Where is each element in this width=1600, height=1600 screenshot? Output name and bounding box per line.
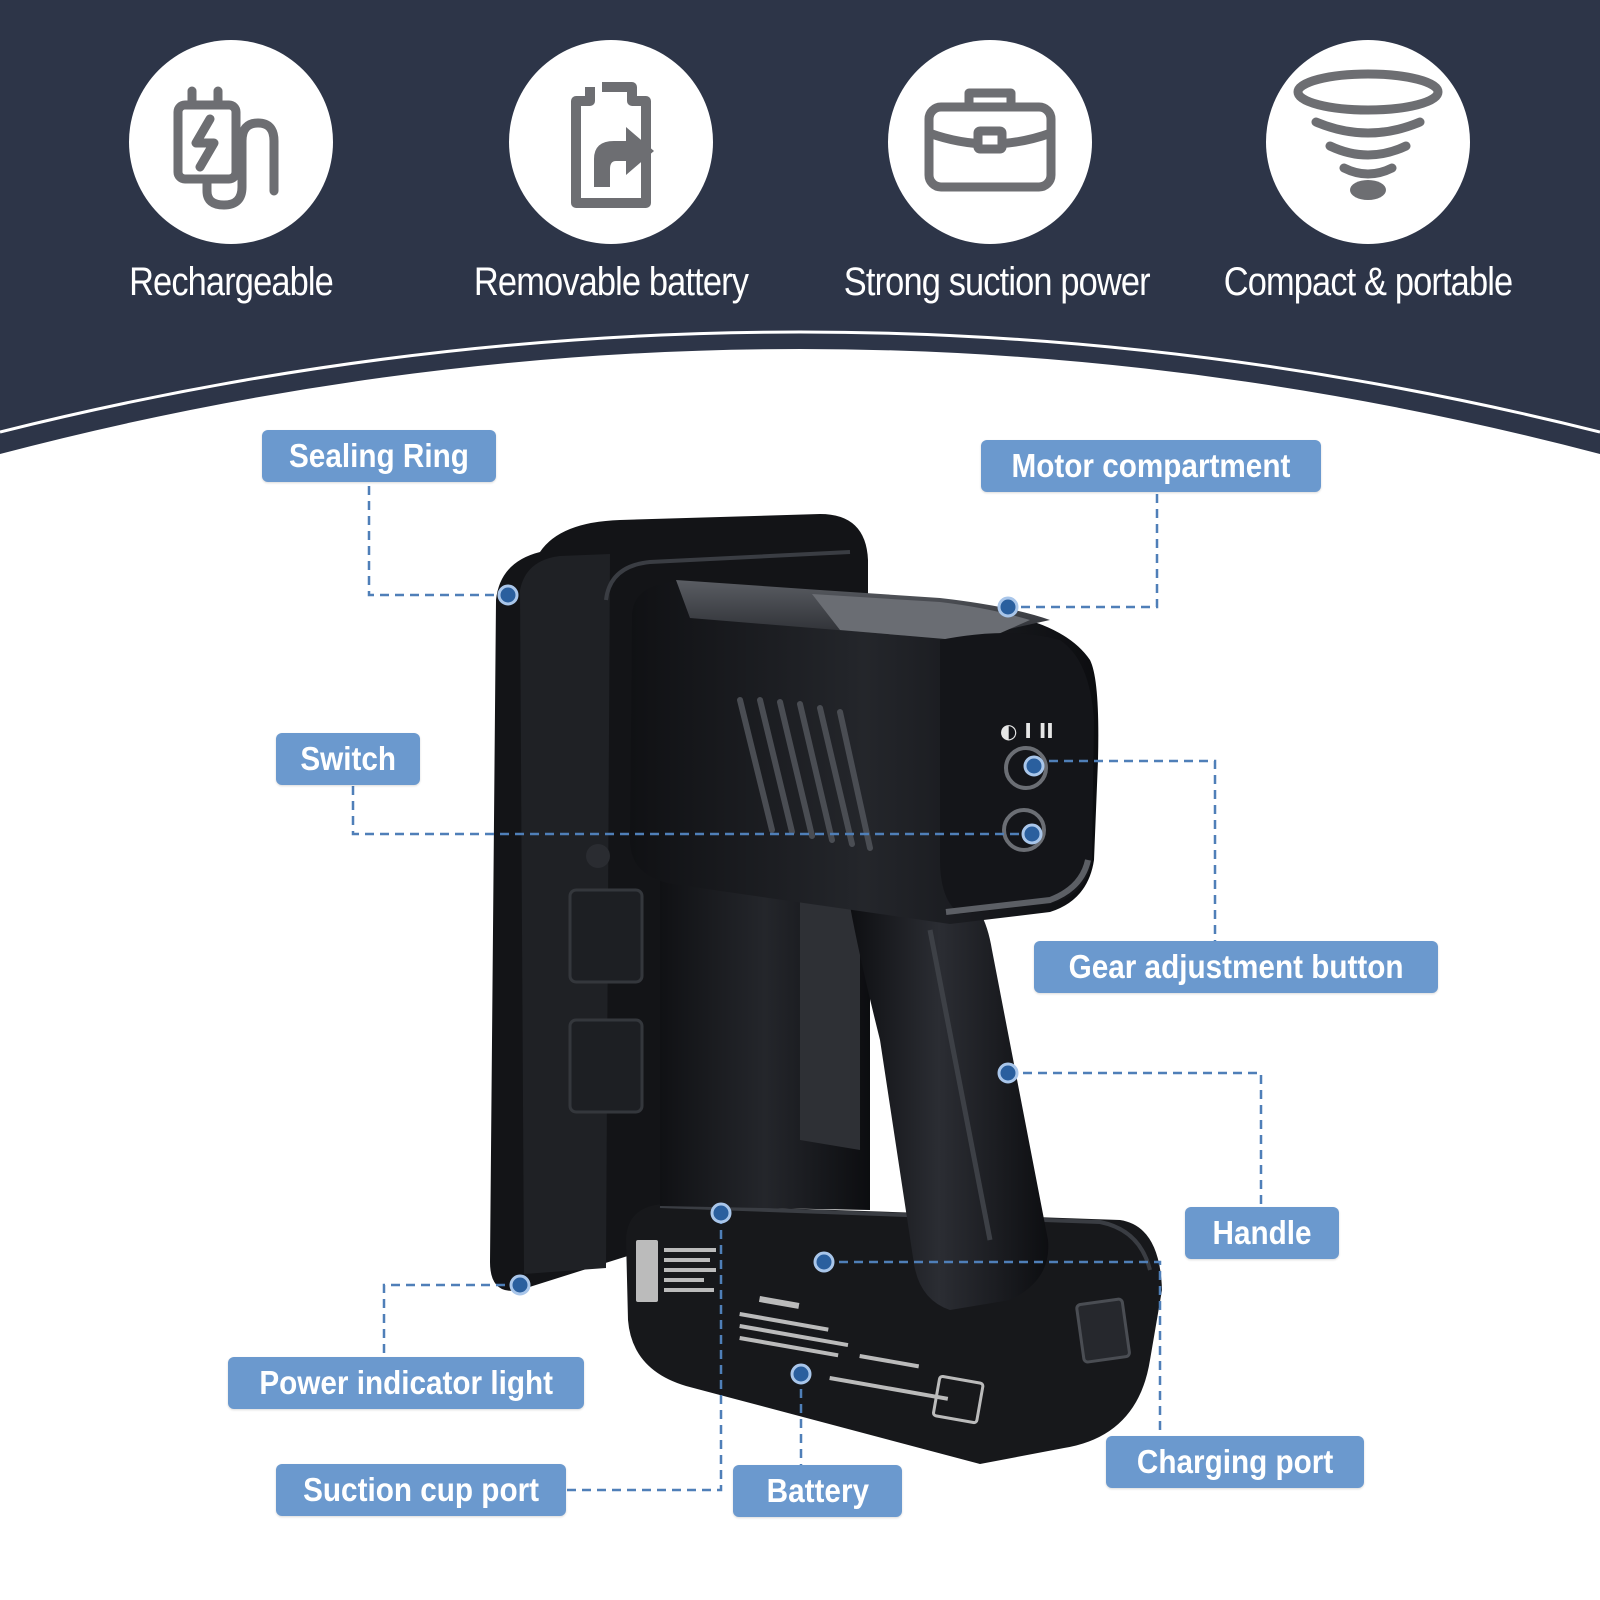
callout-suction-cup-port: Suction cup port [276,1464,566,1516]
marker-gear-adjustment [1023,755,1045,777]
plate-latch [568,1018,644,1114]
leader-motor-compartment [1008,494,1159,609]
feature-rechargeable: Rechargeable [61,40,401,305]
leader-charging-port [824,1260,1162,1436]
marker-suction-cup-port [710,1202,732,1224]
marker-motor-compartment [997,596,1019,618]
leader-sealing-ring [367,486,508,597]
callout-switch: Switch [276,733,420,785]
briefcase-icon [924,88,1056,192]
marker-switch [1021,823,1043,845]
leader-handle [1008,1071,1263,1207]
marker-charging-port [813,1251,835,1273]
marker-battery [790,1363,812,1385]
leader-switch [351,786,1032,836]
cyclone-icon [1293,69,1443,200]
leader-suction-cup-port [567,1213,723,1492]
switch-button-shape [1002,808,1046,852]
feature-compact-portable: Compact & portable [1198,40,1538,305]
motor-front-face [940,633,1094,914]
callout-sealing-ring: Sealing Ring [262,430,496,482]
plate-latch [568,888,644,984]
feature-removable-battery: Removable battery [441,40,781,305]
feature-label: Rechargeable [129,260,334,304]
battery-plug-icon [173,86,279,210]
leader-power-indicator [382,1283,520,1357]
gear-symbols: ◐ I II [1000,719,1054,743]
gear-adjustment-button-shape [1004,746,1048,790]
feature-label: Removable battery [473,260,749,304]
motor-vent [737,697,873,851]
callout-battery: Battery [733,1465,902,1517]
feature-strong-suction: Strong suction power [820,40,1160,305]
callout-handle: Handle [1185,1207,1339,1259]
banner-background [0,0,1600,454]
marker-sealing-ring [497,584,519,606]
callout-gear-adjustment-button: Gear adjustment button [1034,941,1438,993]
callout-motor-compartment: Motor compartment [981,440,1321,492]
marker-handle [997,1062,1019,1084]
vacuum-handle-body [850,896,1049,1310]
feature-label: Compact & portable [1223,260,1513,304]
callout-power-indicator-light: Power indicator light [228,1357,584,1409]
callout-charging-port: Charging port [1106,1436,1364,1488]
feature-label: Strong suction power [843,260,1151,304]
charging-port-slot [1075,1297,1131,1364]
marker-power-indicator [509,1274,531,1296]
leader-gear-adjustment [1034,759,1217,941]
battery-swap-icon [571,82,654,208]
battery-label-marks [636,1240,985,1425]
